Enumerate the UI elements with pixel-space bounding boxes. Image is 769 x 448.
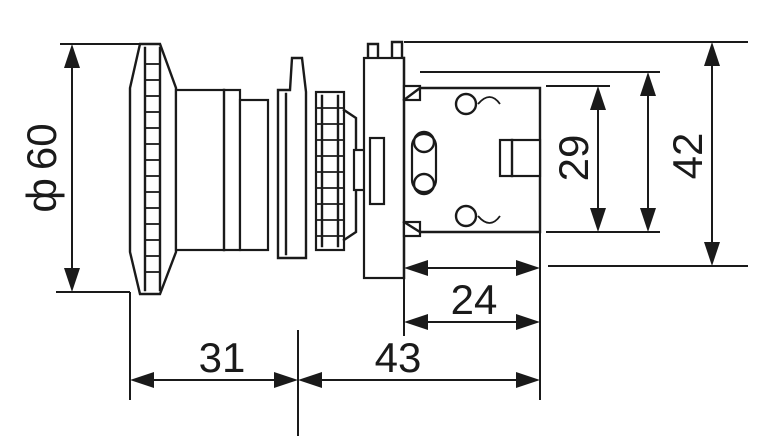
dim-block-depth-label: 24 — [451, 276, 498, 323]
dim-front-depth-label: 31 — [199, 334, 246, 381]
dim-inner-height-label: 29 — [550, 135, 597, 182]
dim-rear-depth-label: 43 — [375, 334, 422, 381]
mounting-flange — [276, 56, 308, 260]
diameter-value: 60 — [18, 123, 65, 170]
button-stem — [174, 88, 270, 252]
head-ribs — [145, 63, 160, 273]
arrowheads — [64, 42, 720, 388]
dim-outer-height-label: 42 — [664, 133, 711, 180]
ring-nut — [314, 90, 370, 252]
contact-block — [402, 84, 542, 238]
adapter-plate — [362, 40, 406, 280]
dimension-lines — [56, 41, 748, 436]
diameter-symbol: ф — [18, 178, 65, 213]
dim-diameter-label: ф 60 — [18, 123, 65, 212]
mushroom-head — [128, 42, 178, 296]
